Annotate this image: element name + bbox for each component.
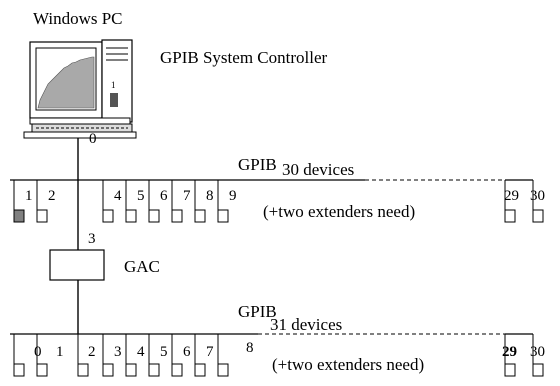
bus2-address-8: 8 [246, 340, 254, 356]
computer-label: Windows PC [33, 9, 123, 28]
bus2-address-29: 29 [502, 344, 517, 360]
bus1-device-4 [102, 209, 114, 223]
bus2-address-1: 1 [56, 344, 64, 360]
bus1-address-6: 6 [160, 188, 168, 204]
bus2-address-5: 5 [160, 344, 168, 360]
bus2-name: GPIB [238, 302, 277, 321]
bus1-device-30 [532, 209, 544, 223]
bus1-note: (+two extenders need) [263, 202, 415, 221]
controller-label: GPIB System Controller [160, 48, 328, 67]
bus2-device-7 [194, 363, 206, 377]
bus1-device-8 [194, 209, 206, 223]
bus1-address-8: 8 [206, 188, 214, 204]
bus1-name: GPIB [238, 155, 277, 174]
bus2-device-6 [171, 363, 183, 377]
bus2-address-4: 4 [137, 344, 145, 360]
bus1-address-7: 7 [183, 188, 191, 204]
bus1-address-30: 30 [530, 188, 545, 204]
bus1-address-5: 5 [137, 188, 145, 204]
bus1-address-9: 9 [229, 188, 237, 204]
svg-text:1: 1 [111, 80, 116, 90]
bus1-device-6 [148, 209, 160, 223]
bus2-count: 31 devices [270, 315, 342, 334]
bus1-devices: 1 2 4 5 6 7 8 9 29 30 [13, 180, 545, 223]
bus1-address-2: 2 [48, 188, 56, 204]
bus2-devices: 0 1 2 3 4 5 6 7 8 29 30 [13, 334, 545, 377]
bus1-count: 30 devices [282, 160, 354, 179]
bus2-address-6: 6 [183, 344, 191, 360]
controller-address: 0 [89, 131, 97, 147]
gac-address: 3 [88, 231, 96, 247]
bus2-device-3 [102, 363, 114, 377]
bus2-device-8 [217, 363, 229, 377]
bus2-device-5 [148, 363, 160, 377]
bus1-device-29 [504, 209, 516, 223]
bus2-device-1 [36, 363, 48, 377]
bus2-device-2 [77, 363, 89, 377]
gac-box [49, 249, 105, 281]
bus2-device-0 [13, 363, 25, 377]
bus2-note: (+two extenders need) [272, 355, 424, 374]
bus2-address-0: 0 [34, 344, 42, 360]
bus1-device-9 [217, 209, 229, 223]
gac-label: GAC [124, 257, 160, 276]
bus2-address-3: 3 [114, 344, 122, 360]
bus1-address-29: 29 [504, 188, 519, 204]
bus2-device-29 [504, 363, 516, 377]
bus1-address-4: 4 [114, 188, 122, 204]
bus1-device-2 [36, 209, 48, 223]
bus1-device-5 [125, 209, 137, 223]
bus2-device-30 [532, 363, 544, 377]
bus2-device-4 [125, 363, 137, 377]
bus2-address-7: 7 [206, 344, 214, 360]
bus1-device-7 [171, 209, 183, 223]
bus1-device-1 [13, 209, 25, 223]
bus2-address-2: 2 [88, 344, 96, 360]
bus1-address-1: 1 [25, 188, 33, 204]
bus2-address-30: 30 [530, 344, 545, 360]
computer-icon: 1 [23, 39, 137, 139]
